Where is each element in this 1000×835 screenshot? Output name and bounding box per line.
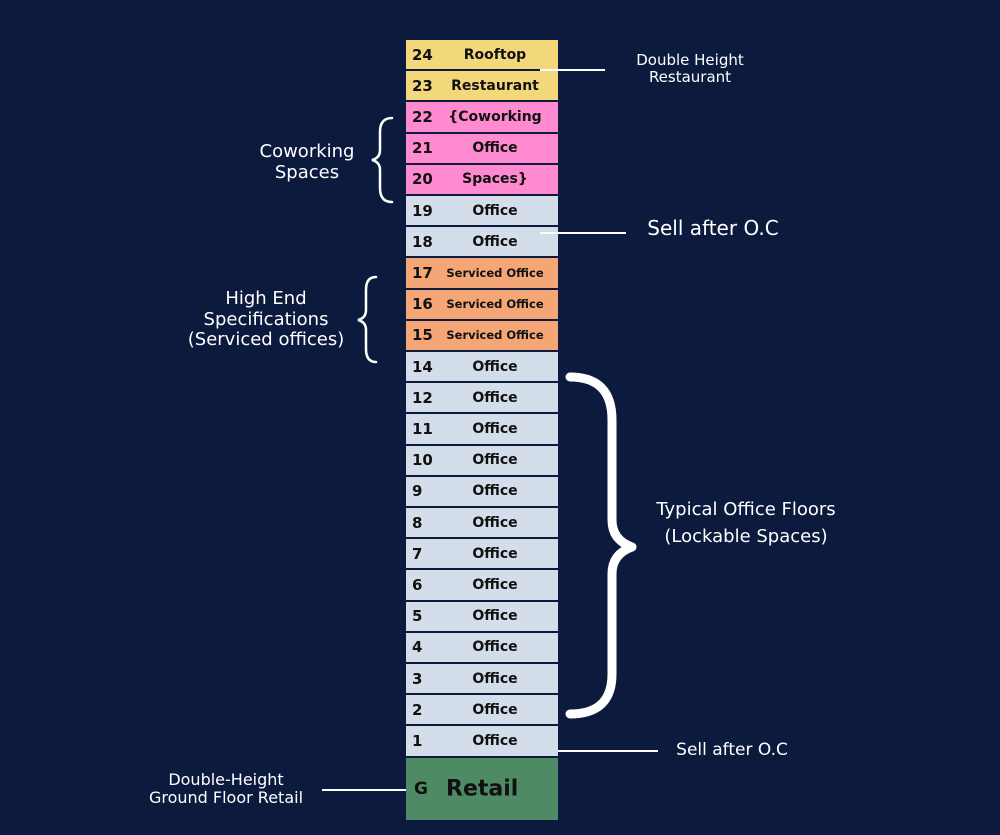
floor-label: Spaces} [462, 171, 528, 188]
floor-23: 23 Restaurant [406, 71, 558, 103]
floor-22: 22 {Coworking [406, 102, 558, 134]
floor-17: 17 Serviced Office [406, 258, 558, 290]
typical-floors-annotation: Typical Office Floors (Lockable Spaces) [636, 496, 856, 550]
annotation-line: Coworking [259, 141, 355, 162]
floor-12: 12 Office [406, 383, 558, 415]
annotation-line: (Serviced offices) [187, 329, 345, 351]
floor-label: Office [472, 483, 518, 500]
floor-number: 20 [412, 170, 433, 189]
floor-label: Office [472, 608, 518, 625]
floor-1: 1 Office [406, 726, 558, 758]
floor-3: 3 Office [406, 664, 558, 696]
typical-floors-brace [565, 372, 637, 719]
floor-number: 19 [412, 201, 433, 220]
rooftop-restaurant-annotation: Double Height Restaurant [612, 51, 768, 87]
floor-label: Office [472, 420, 518, 437]
annotation-line: Sell after O.C [647, 216, 779, 240]
floor-number: 4 [412, 638, 423, 657]
high-end-annotation: High End Specifications (Serviced office… [172, 288, 360, 351]
floor-4: 4 Office [406, 632, 558, 664]
floor-11: 11 Office [406, 414, 558, 446]
annotation-line: Spaces [274, 161, 340, 183]
floor-number: 12 [412, 388, 433, 407]
floor-label: Office [472, 202, 518, 219]
annotation-line: Sell after O.C [676, 740, 788, 760]
floor-number: 6 [412, 575, 423, 594]
floor-24: 24 Rooftop [406, 40, 558, 72]
floor-label: Restaurant [451, 77, 539, 94]
floor-number: 9 [412, 482, 423, 501]
floor-number: 11 [412, 419, 433, 438]
floor-number: 2 [412, 700, 423, 719]
floor-7: 7 Office [406, 539, 558, 571]
floor-number: 23 [412, 76, 433, 95]
floor-label: Office [472, 452, 518, 469]
coworking-annotation: Coworking Spaces [240, 141, 374, 183]
floor-10: 10 Office [406, 445, 558, 477]
annotation-line: (Lockable Spaces) [664, 526, 828, 547]
floor-number: 7 [412, 544, 423, 563]
sell-upper-annotation: Sell after O.C [632, 217, 794, 240]
floor-label: Office [472, 233, 518, 250]
floor-label: Office [472, 358, 518, 375]
floor-number: 24 [412, 45, 433, 64]
floor-label: Serviced Office [446, 265, 544, 280]
floor-number: 1 [412, 731, 423, 750]
floor-label: Office [472, 639, 518, 656]
floor-20: 20 Spaces} [406, 164, 558, 196]
retail-annotation: Double-Height Ground Floor Retail [132, 770, 320, 808]
floor-label: Office [472, 140, 518, 157]
floor-6: 6 Office [406, 570, 558, 602]
floor-16: 16 Serviced Office [406, 289, 558, 321]
high-end-brace [357, 275, 378, 364]
floor-8: 8 Office [406, 508, 558, 540]
floor-18: 18 Office [406, 227, 558, 259]
floor-label: Serviced Office [446, 297, 544, 312]
floor-9: 9 Office [406, 476, 558, 508]
floor-number: 3 [412, 669, 423, 688]
floor-number: 14 [412, 357, 433, 376]
floor-ground-retail: G Retail [406, 757, 558, 820]
annotation-line: Double Height [636, 51, 744, 69]
floor-label: {Coworking [448, 108, 542, 125]
floor-label: Office [472, 670, 518, 687]
annotation-line: Typical Office Floors [656, 499, 836, 520]
annotation-line: Specifications [203, 308, 329, 330]
floor-number: 15 [412, 326, 433, 345]
floor-label: Serviced Office [446, 328, 544, 343]
floor-label: Office [472, 576, 518, 593]
sell-lower-annotation: Sell after O.C [662, 740, 802, 761]
floor-label: Office [472, 389, 518, 406]
floor-label: Rooftop [463, 46, 527, 63]
floor-label: Office [472, 732, 518, 749]
floor-label: Office [472, 701, 518, 718]
floor-number: 16 [412, 295, 433, 314]
floor-19: 19 Office [406, 196, 558, 228]
floor-label: Office [472, 545, 518, 562]
floor-number: G [414, 778, 428, 799]
annotation-line: Restaurant [648, 68, 732, 87]
floor-number: 8 [412, 513, 423, 532]
floor-14: 14 Office [406, 352, 558, 384]
floor-5: 5 Office [406, 601, 558, 633]
floor-label: Retail [446, 776, 519, 802]
floor-number: 21 [412, 139, 433, 158]
floor-number: 10 [412, 451, 433, 470]
coworking-brace [371, 116, 394, 204]
floor-number: 18 [412, 232, 433, 251]
annotation-line: Ground Floor Retail [148, 788, 304, 808]
floor-label: Office [472, 514, 518, 531]
floor-number: 17 [412, 263, 433, 282]
floor-number: 22 [412, 107, 433, 126]
floor-15: 15 Serviced Office [406, 320, 558, 352]
annotation-line: Double-Height [168, 770, 284, 789]
floor-number: 5 [412, 607, 423, 626]
annotation-line: High End [225, 288, 307, 309]
floor-21: 21 Office [406, 133, 558, 165]
floor-2: 2 Office [406, 695, 558, 727]
